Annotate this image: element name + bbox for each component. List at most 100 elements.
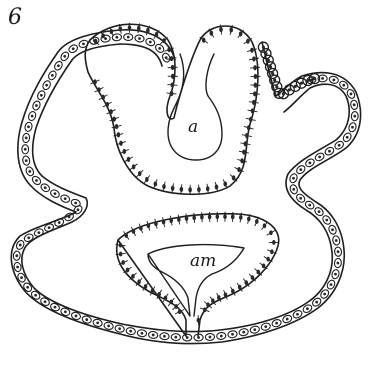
outer-cell-nucleus	[68, 216, 71, 219]
outer-cell-nucleus	[40, 94, 43, 97]
cell-nucleus	[232, 175, 236, 180]
outer-cell-nucleus	[292, 188, 295, 191]
cell-nucleus	[137, 26, 141, 31]
outer-cell-nucleus	[58, 221, 61, 224]
cell-nucleus	[185, 216, 189, 221]
outer-cell-nucleus	[48, 226, 51, 229]
cell-nucleus	[115, 124, 119, 129]
outer-cell-nucleus	[104, 37, 107, 40]
outer-cell-nucleus	[253, 328, 256, 331]
cell-nucleus	[128, 25, 132, 30]
outer-cell-nucleus	[330, 283, 333, 286]
cell-nucleus	[174, 304, 178, 309]
cell-nucleus	[162, 38, 166, 43]
cell-nucleus	[253, 65, 257, 70]
lower-cup-outer-wall	[117, 214, 279, 336]
cell-nucleus	[224, 292, 228, 297]
outer-cell-nucleus	[27, 236, 30, 239]
outer-cell-nucleus	[15, 254, 18, 257]
cell-nucleus	[211, 298, 215, 303]
outer-cell-nucleus	[275, 322, 278, 325]
cell-nucleus	[249, 117, 253, 122]
outer-cell-nucleus	[346, 136, 349, 139]
cell-nucleus	[252, 100, 256, 105]
cell-nucleus	[171, 74, 175, 79]
cell-nucleus	[202, 38, 206, 43]
outer-cell-nucleus	[118, 327, 121, 330]
cell-nucleus	[170, 91, 174, 96]
outer-cell-nucleus	[20, 276, 23, 279]
cell-nucleus	[124, 233, 128, 238]
outer-cell-nucleus	[63, 55, 66, 58]
outer-cell-nucleus	[149, 41, 152, 44]
outer-cell-nucleus	[264, 325, 267, 328]
outer-cell-nucleus	[315, 301, 318, 304]
outer-cell-nucleus	[27, 125, 30, 128]
cell-nucleus	[167, 47, 171, 52]
cell-nucleus	[239, 215, 243, 220]
cell-nucleus	[105, 102, 109, 107]
outer-cell-nucleus	[321, 77, 324, 80]
cell-nucleus	[223, 181, 227, 186]
outer-cell-nucleus	[34, 294, 37, 297]
outer-cell-nucleus	[165, 56, 168, 59]
cell-nucleus	[155, 32, 159, 37]
outer-cell-nucleus	[107, 325, 110, 328]
outer-cell-nucleus	[28, 170, 31, 173]
outer-cell-nucleus	[296, 313, 299, 316]
cell-nucleus	[132, 229, 136, 234]
outer-cell-nucleus	[353, 103, 356, 106]
outer-cell-nucleus	[57, 64, 60, 67]
cell-nucleus	[192, 215, 196, 220]
cell-nucleus	[162, 184, 166, 189]
cell-nucleus	[117, 132, 121, 137]
cell-nucleus	[110, 29, 114, 34]
cell-nucleus	[255, 219, 259, 224]
cell-nucleus	[137, 279, 141, 284]
outer-cell-nucleus	[152, 334, 155, 337]
cell-nucleus	[244, 141, 248, 146]
outer-cell-nucleus	[115, 36, 118, 39]
cell-nucleus	[244, 280, 248, 285]
cell-nucleus	[238, 285, 242, 290]
outer-cell-nucleus	[19, 244, 22, 247]
outer-cell-nucleus	[24, 148, 27, 151]
lower-cavity-label: am	[190, 251, 216, 271]
cell-nucleus	[206, 302, 210, 307]
outer-cell-nucleus	[318, 210, 321, 213]
cell-nucleus	[126, 268, 130, 273]
cell-nucleus	[217, 295, 221, 300]
outer-cell-nucleus	[25, 159, 28, 162]
cell-nucleus	[272, 240, 276, 245]
panel-number: 6	[8, 5, 22, 30]
cell-nucleus	[139, 226, 143, 231]
outer-cell-nucleus	[44, 300, 47, 303]
outer-cell-nucleus	[129, 330, 132, 333]
cell-nucleus	[119, 141, 123, 146]
cell-nucleus	[240, 158, 244, 163]
outer-cell-nucleus	[334, 273, 337, 276]
cell-nucleus	[219, 27, 223, 32]
cell-nucleus	[171, 65, 175, 70]
outer-cell-nucleus	[338, 144, 341, 147]
cell-nucleus	[93, 79, 97, 84]
cell-nucleus	[215, 184, 219, 189]
cell-nucleus	[254, 83, 258, 88]
cell-nucleus	[208, 215, 212, 220]
cell-nucleus	[109, 109, 113, 114]
outer-cell-nucleus	[286, 318, 289, 321]
outer-cell-nucleus	[16, 266, 19, 269]
cell-nucleus	[132, 164, 136, 169]
cell-nucleus	[263, 223, 267, 228]
outer-cell-nucleus	[35, 179, 38, 182]
cell-nucleus	[127, 157, 131, 162]
cell-nucleus	[231, 289, 235, 294]
cell-nucleus	[253, 91, 257, 96]
cell-nucleus	[252, 56, 256, 61]
cell-nucleus	[254, 74, 258, 79]
cell-nucleus	[188, 187, 192, 192]
bead-cell-nucleus	[313, 77, 316, 80]
cell-nucleus	[119, 243, 123, 248]
cell-nucleus	[147, 223, 151, 228]
